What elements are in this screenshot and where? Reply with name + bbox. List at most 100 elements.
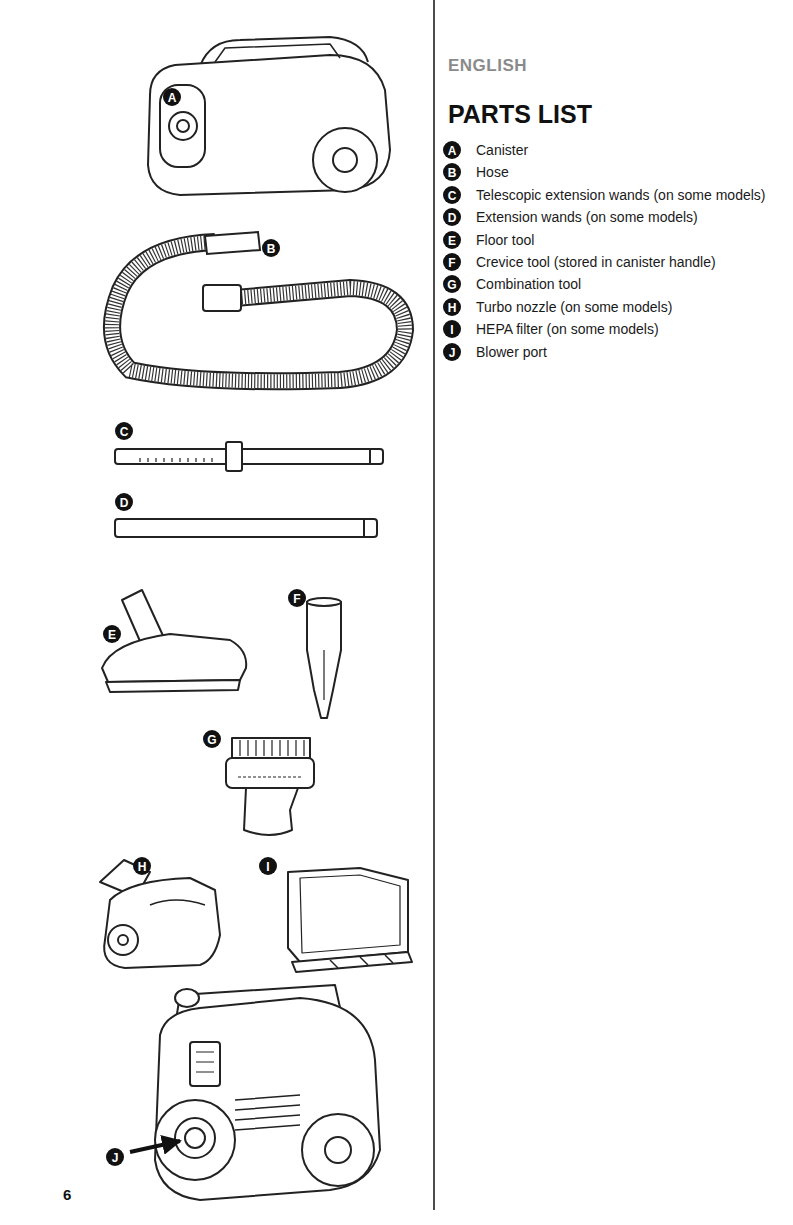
callout-letter: I: [266, 858, 269, 876]
hose-drawing: [112, 232, 405, 381]
wheel-hub: [325, 1137, 351, 1163]
canister-body: [148, 55, 390, 195]
callout-letter: G: [207, 731, 216, 749]
canister-front: [160, 85, 205, 167]
brush-head: [226, 758, 314, 788]
brush-slot: [238, 776, 302, 777]
callout-letter: F: [293, 590, 300, 608]
hose-connector: [203, 285, 241, 311]
blower-port-ring: [175, 1118, 215, 1158]
callout-circle: J: [106, 1148, 124, 1166]
part-name: Hose: [476, 163, 509, 181]
language-tag: ENGLISH: [448, 56, 527, 76]
callout-circle: A: [443, 141, 461, 159]
page-number: 6: [63, 1186, 71, 1203]
callout-letter: E: [108, 626, 116, 644]
hose-fill: [112, 242, 405, 381]
canister-port: [169, 112, 197, 140]
crevice-tool-drawing: [307, 598, 341, 718]
brush-neck: [244, 788, 298, 835]
turbo-hub: [118, 935, 128, 945]
callout-circle: E: [103, 625, 121, 643]
blower-port-hole: [185, 1128, 205, 1148]
crevice-body: [307, 602, 341, 718]
filter-clips: [330, 955, 393, 968]
callout-circle: D: [115, 493, 133, 511]
turbo-body: [104, 878, 220, 968]
part-name: Combination tool: [476, 275, 581, 293]
callout-letter: H: [138, 858, 147, 876]
wand-end: [363, 519, 365, 537]
callout-letter: C: [120, 423, 129, 441]
callout-circle: A: [163, 88, 181, 106]
crevice-mouth: [307, 598, 341, 606]
filter-frame: [300, 875, 400, 953]
part-name: Floor tool: [476, 231, 534, 249]
callout-letter: A: [448, 142, 457, 160]
callout-letter: H: [448, 299, 457, 317]
wand-tube: [115, 519, 377, 537]
callout-letter: B: [448, 164, 457, 182]
extension-wand-drawing: [115, 519, 377, 537]
callout-circle: C: [115, 422, 133, 440]
callout-circle: I: [443, 320, 461, 338]
canister-ridge: [215, 44, 340, 62]
part-name: HEPA filter (on some models): [476, 320, 659, 338]
wand-collar: [226, 442, 242, 471]
callout-letter: J: [449, 344, 456, 362]
callout-circle: J: [443, 343, 461, 361]
filter-box: [288, 868, 408, 962]
turbo-wheel: [108, 925, 138, 955]
floor-tool-drawing: [102, 590, 246, 692]
callout-letter: G: [447, 276, 456, 294]
callout-circle: E: [443, 231, 461, 249]
callout-letter: F: [448, 254, 455, 272]
back-wheel: [302, 1114, 374, 1186]
indicator-marks: [196, 1052, 214, 1072]
part-name: Blower port: [476, 343, 547, 361]
part-name: Extension wands (on some models): [476, 208, 698, 226]
part-name: Telescopic extension wands (on some mode…: [476, 186, 765, 204]
bristle-lines: [240, 740, 304, 756]
canister-back-drawing: [155, 985, 380, 1200]
grille: [235, 1095, 300, 1130]
callout-letter: I: [450, 321, 453, 339]
crevice-groove: [323, 650, 324, 700]
canister-port-inner: [177, 120, 189, 132]
callout-circle: I: [259, 857, 277, 875]
callout-circle: C: [443, 186, 461, 204]
canister-drawing: [148, 37, 390, 195]
brush-bristles: [232, 738, 310, 758]
combination-tool-drawing: [226, 738, 314, 835]
filter-tabs: [292, 952, 412, 972]
pointer-arrow: [130, 1141, 180, 1152]
callout-circle: F: [443, 253, 461, 271]
wand-end: [369, 449, 371, 464]
back-cap: [175, 989, 199, 1007]
telescopic-wand-drawing: [115, 442, 383, 471]
turbo-nozzle-drawing: [100, 860, 220, 968]
canister-wheel: [313, 128, 377, 192]
wheel-hub: [333, 148, 357, 172]
floor-tool-base: [106, 680, 240, 692]
callout-letter: D: [448, 209, 457, 227]
part-name: Canister: [476, 141, 528, 159]
callout-circle: H: [443, 298, 461, 316]
hose-outline: [112, 242, 405, 381]
callout-letter: J: [112, 1149, 119, 1167]
back-wheel: [155, 1100, 235, 1180]
callout-letter: D: [120, 494, 129, 512]
callout-circle: B: [262, 239, 280, 257]
back-body: [155, 998, 380, 1200]
callout-letter: C: [448, 187, 457, 205]
turbo-cover: [150, 900, 205, 905]
callout-letter: E: [448, 232, 456, 250]
callout-circle: G: [443, 275, 461, 293]
wand-tube: [115, 449, 383, 464]
floor-tool-head: [102, 634, 246, 682]
wand-ticks: [140, 458, 212, 462]
part-name: Turbo nozzle (on some models): [476, 298, 672, 316]
